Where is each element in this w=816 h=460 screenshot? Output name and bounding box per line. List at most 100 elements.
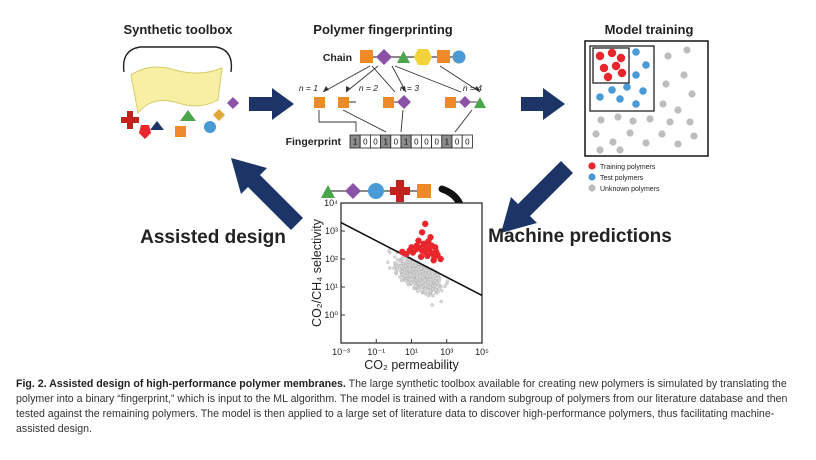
training-dot: [595, 51, 605, 61]
literature-point: [386, 260, 390, 264]
literature-point: [443, 284, 447, 289]
literature-point: [433, 276, 438, 281]
small-diamond-icon: [213, 109, 225, 121]
literature-point: [427, 270, 431, 274]
fingerprint-bit: 0: [455, 138, 460, 147]
fragment-n1-square-icon: [314, 97, 325, 108]
fingerprint-bit: 0: [414, 138, 419, 147]
fragment-arrowheads: [323, 86, 480, 92]
fingerprint-bit: 0: [373, 138, 378, 147]
literature-point: [419, 281, 424, 285]
unknown-dot: [614, 113, 622, 121]
dark-triangle-icon: [150, 121, 164, 130]
train-test-box: [589, 45, 655, 112]
candidate-point: [422, 220, 429, 228]
candidate-point: [417, 253, 425, 260]
unknown-dot: [666, 118, 674, 126]
training-dot: [603, 72, 613, 82]
test-dot: [608, 86, 616, 94]
test-dot: [616, 95, 624, 103]
chain-diamond-icon: [376, 49, 392, 65]
candidate-cross-icon: [390, 180, 410, 202]
literature-point: [428, 285, 432, 289]
literature-point: [434, 288, 438, 292]
fingerprinting-title: Polymer fingerprinting: [313, 22, 452, 37]
toolbox-sheet: [130, 66, 223, 115]
diamond-icon: [227, 97, 239, 109]
training-dot: [617, 68, 627, 78]
literature-point: [428, 278, 433, 282]
unknown-dot: [596, 146, 604, 154]
literature-point: [410, 277, 415, 282]
legend-unknown: Unknown polymers: [600, 186, 660, 193]
literature-point: [408, 267, 412, 271]
literature-point: [425, 274, 430, 279]
flow-arrows: [231, 88, 573, 233]
literature-point: [440, 288, 444, 293]
unknown-dot: [646, 115, 654, 123]
fragment-n4-diamond-icon: [459, 96, 471, 108]
unknown-dot: [597, 116, 605, 124]
literature-point: [424, 272, 428, 276]
literature-point: [416, 265, 420, 270]
literature-point: [435, 281, 439, 285]
literature-point: [391, 266, 396, 270]
literature-point: [415, 271, 419, 276]
fingerprint-bit: 1: [404, 138, 409, 147]
toolbox-title: Synthetic toolbox: [123, 22, 233, 37]
literature-point: [430, 303, 434, 307]
literature-point: [404, 259, 409, 264]
literature-point: [415, 276, 419, 281]
literature-point: [402, 268, 407, 273]
literature-point: [399, 264, 403, 268]
caption-title: Fig. 2. Assisted design of high-performa…: [16, 378, 346, 390]
literature-point: [414, 284, 418, 288]
x-tick-label: 10³: [440, 347, 453, 357]
unknown-dot: [686, 118, 694, 126]
legend-training: Training polymers: [600, 164, 656, 171]
arrow-fingerprint-to-training: [521, 88, 565, 120]
y-tick-label: 10¹: [325, 282, 338, 292]
fragment-arrows: [322, 65, 481, 93]
literature-point: [398, 275, 402, 279]
literature-points: [386, 248, 450, 307]
literature-point: [436, 290, 440, 294]
test-dot: [623, 83, 631, 91]
arrow-design-to-toolbox: [231, 158, 303, 230]
literature-point: [416, 281, 421, 286]
literature-point: [428, 289, 432, 294]
cross-icon: [121, 111, 139, 129]
y-tick-label: 10²: [325, 254, 338, 264]
literature-point: [407, 260, 412, 264]
candidate-point: [415, 237, 422, 244]
x-tick-label: 10¹: [405, 347, 418, 357]
square-icon: [175, 126, 186, 137]
x-axis-label: CO₂ permeability: [364, 358, 459, 372]
literature-point: [393, 255, 397, 259]
training-legend: Training polymers Test polymers Unknown …: [588, 162, 660, 193]
unknown-dot: [690, 132, 698, 140]
x-tick-label: 10⁻³: [332, 347, 350, 357]
training-title: Model training: [605, 22, 694, 37]
fragment-n2-square-icon: [338, 97, 349, 108]
dataset-box: [584, 40, 709, 157]
legend-test: Test polymers: [600, 175, 644, 182]
literature-point: [409, 262, 414, 266]
training-dot: [616, 53, 626, 63]
fingerprint-bit: 1: [445, 138, 450, 147]
machine-predictions-label: Machine predictions: [488, 226, 672, 247]
upper-bound-line: [340, 221, 483, 297]
fingerprint-bit: 1: [353, 138, 358, 147]
polymer-fingerprinting-panel: Polymer fingerprinting Chain n = 1 n = 2…: [286, 22, 486, 149]
unknown-dot: [680, 71, 688, 79]
training-dot: [611, 61, 621, 71]
triangle-icon: [180, 110, 196, 121]
literature-point: [406, 280, 410, 284]
candidate-point: [430, 257, 437, 264]
n-label-2: n = 2: [359, 83, 378, 93]
literature-point: [424, 284, 428, 288]
literature-point: [395, 268, 399, 272]
